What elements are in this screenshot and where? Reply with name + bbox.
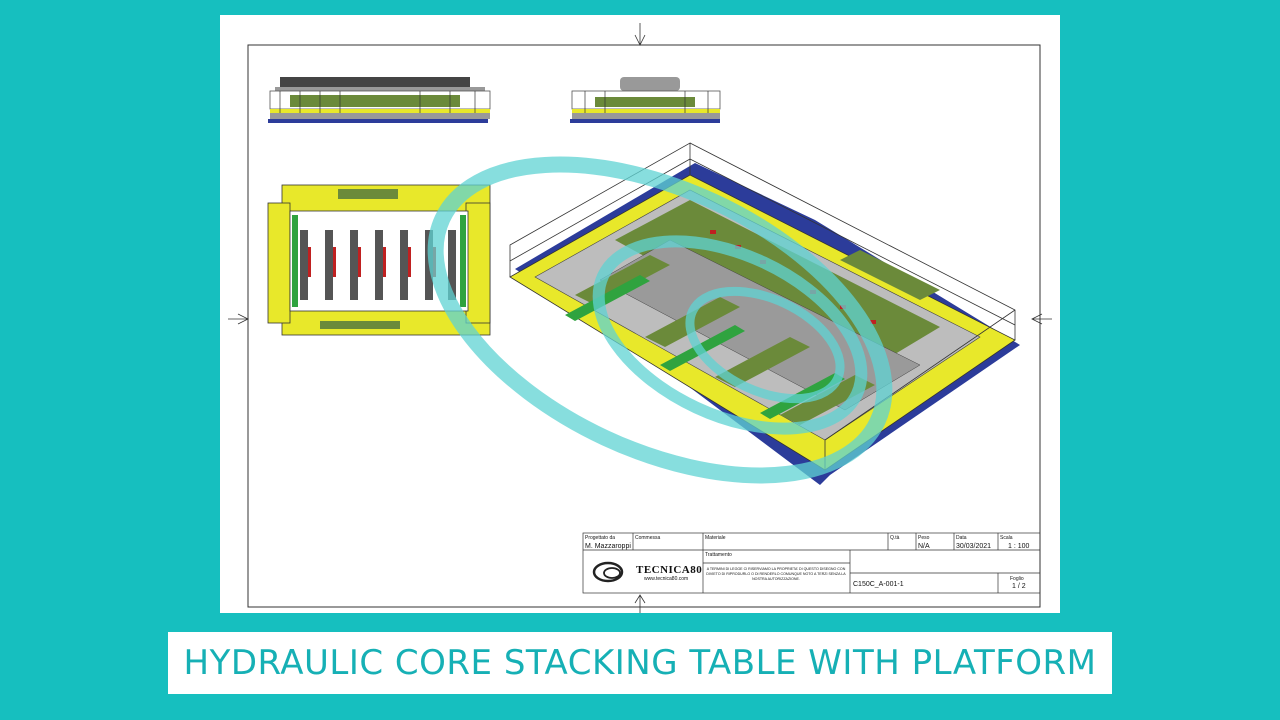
scale-label: Scala [1000, 535, 1013, 541]
date-label: Data [956, 535, 967, 541]
legal-notice: A TERMINI DI LEGGE CI RISERVIAMO LA PROP… [706, 567, 846, 581]
designer-label: Progettato da [585, 535, 616, 541]
weight-label: Peso [918, 535, 930, 541]
qty-label: Q.tà [890, 535, 900, 541]
drawing-sheet: Progettato da M. Mazzaroppi Commessa Mat… [220, 15, 1060, 613]
sheet-value: 1 / 2 [1012, 583, 1026, 590]
treatment-label: Trattamento [705, 552, 732, 558]
centering-marks [228, 23, 1052, 613]
watermark-logo [427, 156, 893, 484]
page-title: HYDRAULIC CORE STACKING TABLE WITH PLATF… [183, 643, 1097, 683]
date-value: 30/03/2021 [956, 543, 992, 550]
drawing-border [247, 44, 1041, 608]
company-name: TECNICA80 [636, 564, 703, 576]
company-website: www.tecnica80.com [644, 576, 689, 582]
company-logo-icon [592, 561, 624, 583]
drawing-code: C150C_A-001-1 [853, 581, 904, 588]
scale-value: 1 : 100 [1008, 543, 1030, 550]
sheet-label: Foglio [1010, 576, 1024, 582]
weight-value: N/A [918, 543, 930, 550]
technical-drawing [228, 23, 1052, 613]
title-banner: HYDRAULIC CORE STACKING TABLE WITH PLATF… [168, 632, 1112, 694]
designer-value: M. Mazzaroppi [585, 543, 631, 550]
title-block-grid [582, 532, 1041, 594]
order-label: Commessa [635, 535, 661, 541]
material-label: Materiale [705, 535, 726, 541]
side-view-lateral [570, 77, 721, 123]
side-view-front [268, 77, 491, 123]
